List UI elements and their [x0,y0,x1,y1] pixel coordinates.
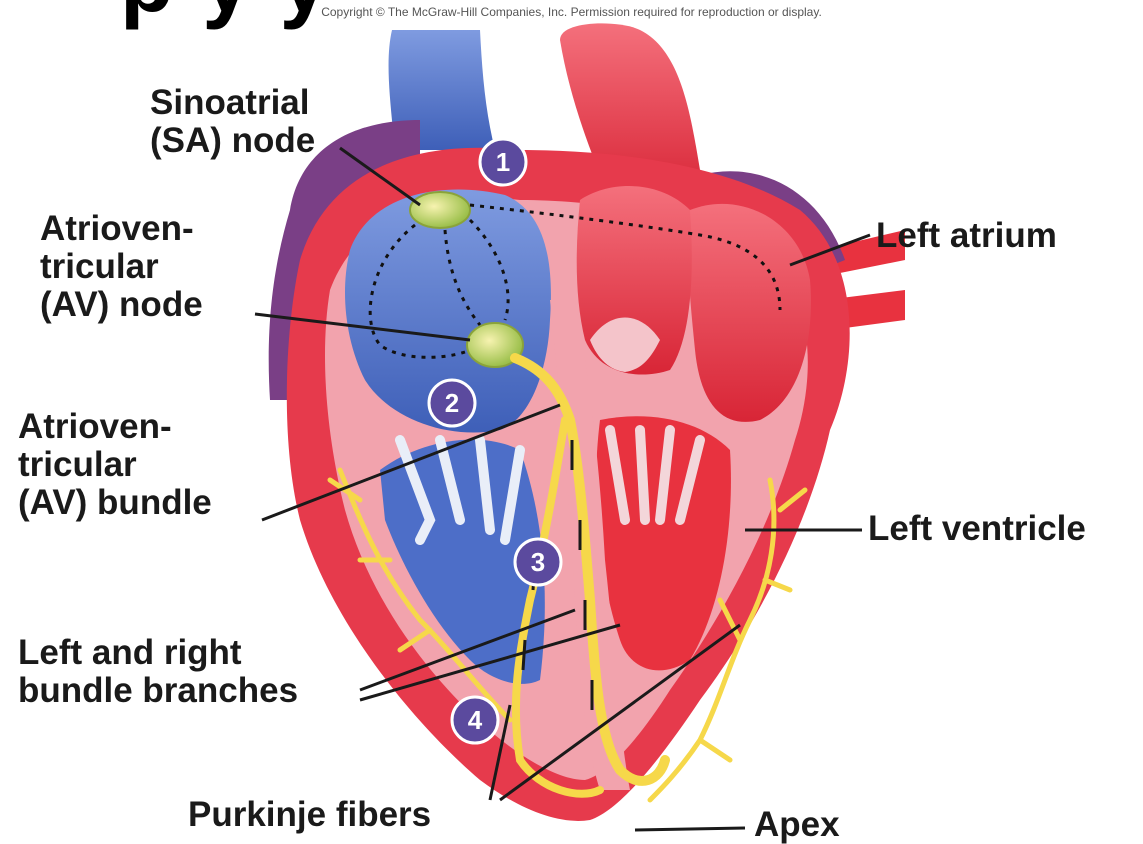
label-av-node-line-3: (AV) node [40,286,203,324]
label-bundle-branches-line-2: bundle branches [18,672,298,710]
label-left-atrium: Left atrium [876,217,1057,255]
label-sa-node: Sinoatrial (SA) node [150,84,315,160]
label-sa-node-line-1: Sinoatrial [150,84,315,122]
label-av-node-line-1: Atrioven- [40,210,203,248]
label-bundle-branches: Left and right bundle branches [18,634,298,710]
label-av-bundle-line-1: Atrioven- [18,408,212,446]
label-av-bundle-line-2: tricular [18,446,212,484]
step-1-label: 1 [496,147,510,177]
label-av-node-line-2: tricular [40,248,203,286]
step-4-label: 4 [468,705,483,735]
sa-node [410,192,470,228]
label-apex: Apex [754,806,840,844]
label-av-node: Atrioven- tricular (AV) node [40,210,203,324]
label-sa-node-line-2: (SA) node [150,122,315,160]
label-av-bundle: Atrioven- tricular (AV) bundle [18,408,212,522]
step-3-label: 3 [531,547,545,577]
label-left-ventricle: Left ventricle [868,510,1086,548]
label-bundle-branches-line-1: Left and right [18,634,298,672]
label-av-bundle-line-3: (AV) bundle [18,484,212,522]
step-2-label: 2 [445,388,459,418]
label-purkinje-fibers: Purkinje fibers [188,796,431,834]
